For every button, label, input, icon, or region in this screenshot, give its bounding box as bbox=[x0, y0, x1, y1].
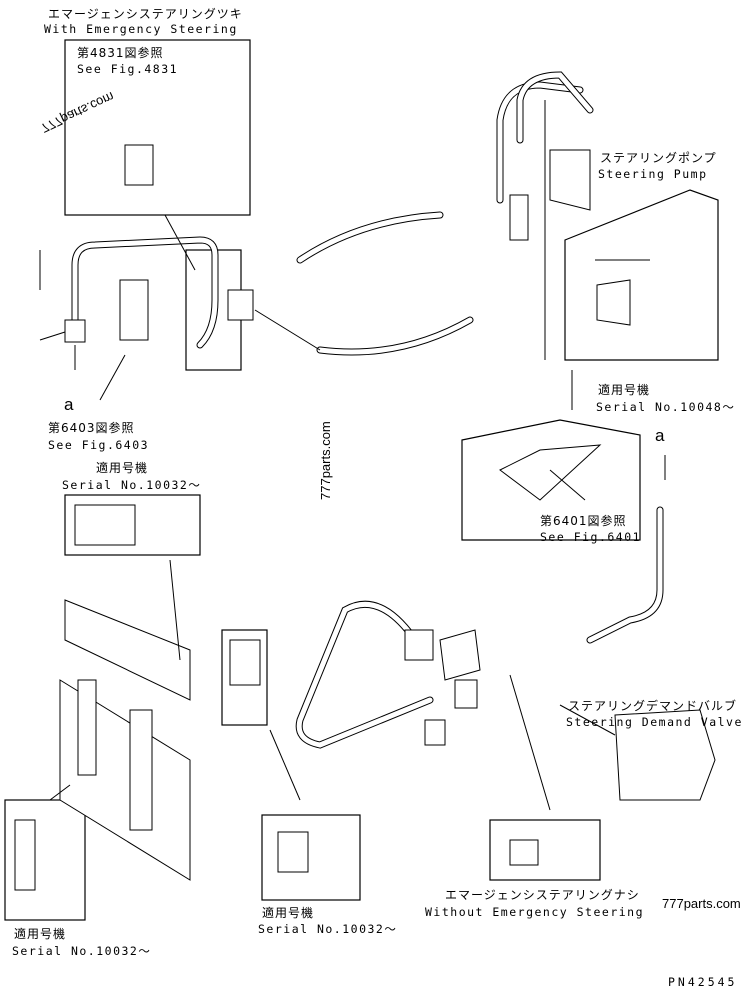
pump-en: Steering Pump bbox=[598, 167, 708, 181]
serial-10032-center-en: Serial No.10032〜 bbox=[258, 922, 397, 936]
part-number: PN42545 bbox=[668, 975, 737, 986]
serial-10048-jp: 適用号機 bbox=[598, 382, 650, 397]
inset-box-bracket bbox=[221, 629, 268, 726]
marker-a-right: a bbox=[655, 426, 665, 445]
serial-10032-top-jp: 適用号機 bbox=[96, 460, 148, 475]
ref-6401-en: See Fig.6401 bbox=[540, 530, 641, 544]
ref-6401-jp: 第6401図参照 bbox=[540, 513, 627, 528]
serial-10032-top-en: Serial No.10032〜 bbox=[62, 478, 201, 492]
serial-10048-en: Serial No.10048〜 bbox=[596, 400, 735, 414]
inset-box-fig-4831 bbox=[64, 39, 251, 216]
ref-4831-jp: 第4831図参照 bbox=[77, 45, 164, 60]
component-shapes bbox=[14, 144, 716, 891]
serial-10032-center-jp: 適用号機 bbox=[262, 905, 314, 920]
without-emergency-en: Without Emergency Steering bbox=[425, 905, 644, 919]
ref-6403-jp: 第6403図参照 bbox=[48, 420, 135, 435]
with-emergency-en: With Emergency Steering bbox=[44, 22, 238, 36]
serial-10032-left-en: Serial No.10032〜 bbox=[12, 944, 151, 958]
inset-box-serial-10048 bbox=[461, 419, 641, 541]
demand-valve-en: Steering Demand Valve bbox=[566, 715, 743, 729]
watermark-rotated: 777parts.com bbox=[39, 89, 117, 136]
leader-lines bbox=[39, 100, 666, 811]
demand-valve-jp: ステアリングデマンドバルブ bbox=[568, 698, 737, 713]
ref-6403-en: See Fig.6403 bbox=[48, 438, 149, 452]
inset-box-serial-10032-left bbox=[4, 799, 86, 921]
without-emergency-jp: エマージェンシステアリングナシ bbox=[445, 888, 640, 902]
with-emergency-jp: エマージェンシステアリングツキ bbox=[48, 7, 243, 21]
inset-box-serial-10032-top bbox=[64, 494, 201, 556]
ref-4831-en: See Fig.4831 bbox=[77, 62, 178, 76]
inset-box-without-emergency bbox=[489, 819, 601, 881]
marker-a-left: a bbox=[64, 395, 74, 414]
steering-pipes bbox=[71, 71, 664, 749]
inset-box-pump bbox=[564, 189, 719, 361]
pump-jp: ステアリングポンプ bbox=[600, 151, 717, 165]
inset-box-serial-10032-center bbox=[261, 814, 361, 901]
watermark-bottom: 777parts.com bbox=[662, 896, 741, 911]
serial-10032-left-jp: 適用号機 bbox=[14, 926, 66, 941]
watermark-vertical: 777parts.com bbox=[318, 421, 333, 500]
